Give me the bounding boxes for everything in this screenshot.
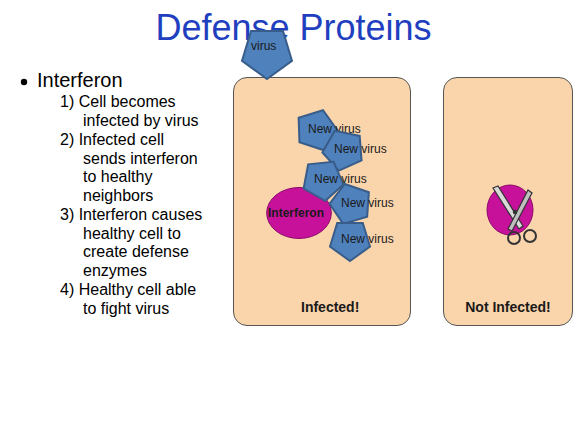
numbered-step: 3) Interferon causes healthy cell to cre…: [60, 206, 206, 280]
node-text: New virus: [314, 172, 367, 186]
node-text: New virus: [334, 142, 387, 156]
node-text: virus: [251, 39, 276, 53]
virus-pentagon: New virus: [330, 223, 370, 261]
node-outline: [242, 31, 292, 79]
numbered-step: 4) Healthy cell able to fight virus: [60, 281, 206, 318]
node-text: Not Infected!: [444, 299, 572, 315]
scissors-symbol: [493, 186, 536, 244]
node-text: Interferon: [268, 206, 324, 220]
node-text: New virus: [341, 196, 394, 210]
numbered-step: 2) Infected cell sends interferon to hea…: [60, 131, 206, 205]
cell-box: Not Infected!: [443, 77, 573, 326]
bullet-dot: [21, 79, 27, 85]
shape-fill: [267, 188, 332, 239]
shape-fill: [242, 31, 292, 79]
node-text: New virus: [341, 232, 394, 246]
virus-pentagon: New virus: [330, 187, 370, 225]
virus-pentagon: virus: [242, 31, 292, 79]
numbered-step: 1) Cell becomes infected by virus: [60, 93, 206, 130]
bullet-list: Interferon1) Cell becomes infected by vi…: [37, 68, 207, 318]
cell-box: Infected!New virusNew virusNew virusNew …: [233, 77, 411, 326]
interferon-blob: [487, 185, 533, 235]
slide-title: Defense Proteins: [0, 8, 587, 48]
bullet-heading: Interferon: [37, 68, 207, 92]
node-text: Infected!: [301, 299, 359, 315]
